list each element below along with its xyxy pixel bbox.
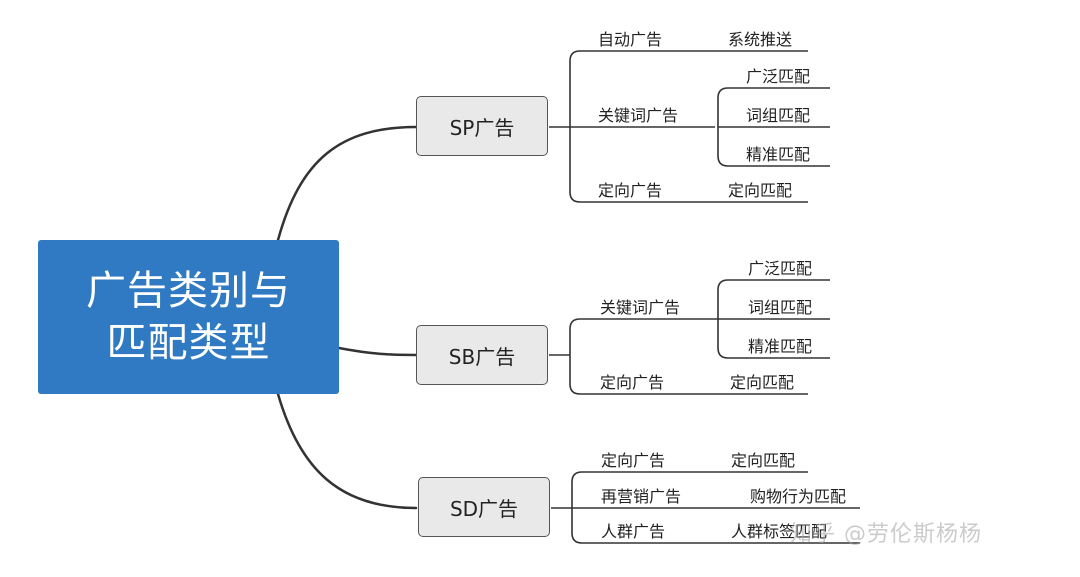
sp-auto-label: 自动广告 [598,30,663,49]
connector-root-sd [276,392,418,510]
connector-root-sb [337,346,418,357]
sp-keyword-match-exact: 精准匹配 [746,145,811,164]
sb-keyword-match-broad: 广泛匹配 [748,259,813,278]
connector-root-sp [276,125,418,242]
sp-keyword-match-broad: 广泛匹配 [746,67,811,86]
sd-audience-label: 人群广告 [601,522,666,541]
sd-targeting-match: 定向匹配 [731,451,796,470]
sb-keyword-match-phrase: 词组匹配 [748,298,813,317]
sb-keyword-match-exact: 精准匹配 [748,337,813,356]
sd-remarketing-label: 再营销广告 [601,487,682,506]
sp-auto-match: 系统推送 [728,30,793,49]
sp-keyword-match-phrase: 词组匹配 [746,106,811,125]
sb-title: SB广告 [448,344,516,369]
sp-title: SP广告 [449,115,515,140]
root-node: 广告类别与 匹配类型 [38,240,339,394]
root-title-line1: 广告类别与 [86,268,291,314]
sd-title: SD广告 [449,496,519,521]
sd-remarketing-match: 购物行为匹配 [750,487,847,506]
sb-targeting-match: 定向匹配 [730,373,795,392]
sb-targeting-label: 定向广告 [600,373,665,392]
sd-targeting-label: 定向广告 [601,451,666,470]
sp-targeting-label: 定向广告 [598,181,663,200]
sb-node: SB广告 [416,325,548,385]
sb-keyword-label: 关键词广告 [600,298,681,317]
sp-targeting-match: 定向匹配 [728,181,793,200]
sp-node: SP广告 [416,96,548,156]
root-title-line2: 匹配类型 [106,320,271,366]
sp-keyword-label: 关键词广告 [598,106,679,125]
watermark: 知乎 @劳伦斯杨杨 [790,522,982,547]
sd-audience-match: 人群标签匹配 [731,522,828,541]
sd-node: SD广告 [418,477,550,537]
